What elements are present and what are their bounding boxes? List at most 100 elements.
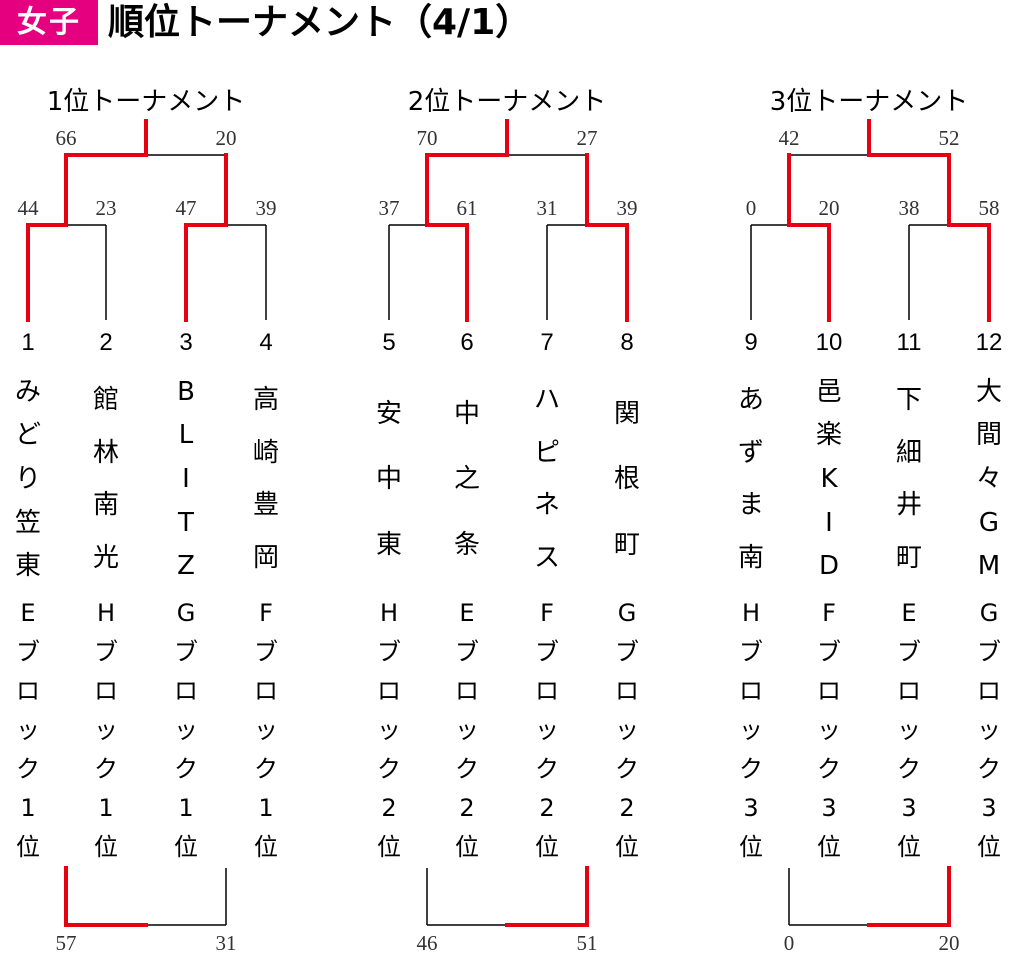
- vertical-char: 之: [453, 464, 480, 494]
- vertical-char: 2: [619, 794, 635, 822]
- team-seed: 8: [620, 329, 634, 356]
- semi-1-score-left: 37: [378, 196, 400, 220]
- team-seed: 11: [896, 329, 922, 356]
- bracket-2: 2位トーナメント 70 27 37 61 31 39 5 6 7 8 安中東 中…: [361, 0, 653, 963]
- vertical-char: K: [820, 463, 838, 494]
- vertical-char: F: [540, 599, 554, 627]
- vertical-char: F: [822, 599, 836, 627]
- vertical-char: 関: [613, 398, 640, 429]
- vertical-char: 笠: [14, 507, 41, 538]
- vertical-char: ク: [94, 755, 118, 783]
- vertical-char: ロ: [16, 677, 40, 705]
- team-name: 安中東: [369, 368, 409, 590]
- vertical-char: Z: [177, 551, 195, 582]
- vertical-char: 位: [254, 833, 278, 861]
- vertical-char: ブ: [535, 638, 559, 666]
- semi-2-score-right: 39: [616, 196, 638, 220]
- vertical-char: H: [379, 599, 399, 627]
- vertical-char: ブ: [817, 638, 841, 666]
- vertical-char: ク: [377, 755, 401, 783]
- vertical-char: ロ: [174, 677, 198, 705]
- vertical-char: ッ: [377, 716, 401, 744]
- vertical-char: ク: [739, 755, 763, 783]
- vertical-char: ロ: [254, 677, 278, 705]
- vertical-char: ク: [817, 755, 841, 783]
- team-seed: 10: [815, 329, 843, 356]
- vertical-char: ブ: [897, 638, 921, 666]
- vertical-char: 位: [817, 833, 841, 861]
- vertical-char: 位: [455, 833, 479, 861]
- vertical-char: 南: [737, 542, 764, 573]
- team-seed: 7: [540, 329, 554, 356]
- vertical-char: ロ: [377, 677, 401, 705]
- vertical-char: 中: [453, 398, 480, 429]
- vertical-char: ロ: [977, 677, 1001, 705]
- vertical-char: G: [979, 599, 999, 627]
- vertical-char: 位: [977, 833, 1001, 861]
- vertical-char: ッ: [16, 716, 40, 744]
- vertical-char: 光: [92, 542, 119, 573]
- vertical-char: ハ: [533, 385, 560, 416]
- vertical-char: H: [96, 599, 116, 627]
- vertical-char: ロ: [535, 677, 559, 705]
- vertical-char: 中: [375, 464, 402, 494]
- vertical-char: ま: [737, 490, 764, 521]
- vertical-char: 2: [539, 794, 555, 822]
- semi-1-score-right: 23: [95, 196, 117, 220]
- vertical-char: ク: [16, 755, 40, 783]
- vertical-char: E: [459, 599, 475, 627]
- semi-2-score-left: 47: [175, 196, 197, 220]
- page-title: 順位トーナメント（4/1）: [108, 2, 532, 43]
- vertical-char: ロ: [455, 677, 479, 705]
- team-name: 館林南光: [86, 368, 126, 590]
- vertical-char: ッ: [739, 716, 763, 744]
- vertical-char: ブ: [254, 638, 278, 666]
- vertical-char: 位: [174, 833, 198, 861]
- vertical-char: 根: [613, 464, 640, 494]
- bracket-3: 3位トーナメント 42 52 0 20 38 58 9 10 11 12 あずま…: [723, 0, 1015, 963]
- vertical-char: ク: [897, 755, 921, 783]
- final-score-left: 70: [416, 126, 438, 150]
- vertical-char: D: [818, 551, 840, 582]
- semi-2-score-left: 31: [536, 196, 558, 220]
- team-name: 関根町: [607, 368, 647, 590]
- vertical-char: 町: [613, 529, 640, 560]
- vertical-char: 3: [821, 794, 837, 822]
- third-place-score-right: 20: [938, 931, 960, 955]
- vertical-char: ロ: [615, 677, 639, 705]
- third-place-score-right: 31: [215, 931, 237, 955]
- team-seed: 6: [460, 329, 474, 356]
- team-seed: 5: [382, 329, 396, 356]
- vertical-char: E: [901, 599, 917, 627]
- vertical-char: 位: [94, 833, 118, 861]
- vertical-char: 3: [901, 794, 917, 822]
- vertical-char: 下: [895, 385, 922, 416]
- vertical-char: 大: [975, 376, 1002, 407]
- team-seed: 2: [99, 329, 113, 356]
- team-seed: 4: [259, 329, 273, 356]
- vertical-char: T: [178, 507, 194, 538]
- bracket-lines: [388, 119, 629, 927]
- bracket-title: 3位トーナメント: [769, 87, 969, 117]
- bracket-1: 1位トーナメント 66 20 44 23 47 39 1 2 3 4 みどり笠東…: [0, 0, 292, 963]
- vertical-char: 位: [897, 833, 921, 861]
- vertical-char: ブ: [739, 638, 763, 666]
- bracket-title: 1位トーナメント: [46, 87, 246, 117]
- team-name: みどり笠東: [8, 368, 48, 590]
- vertical-char: ピ: [533, 437, 560, 468]
- vertical-char: ロ: [739, 677, 763, 705]
- vertical-char: ク: [455, 755, 479, 783]
- semi-2-score-left: 38: [898, 196, 920, 220]
- vertical-char: ど: [14, 420, 41, 451]
- vertical-char: ロ: [897, 677, 921, 705]
- vertical-char: り: [14, 463, 41, 494]
- vertical-char: 岡: [252, 542, 279, 573]
- team-seed: 9: [744, 329, 758, 356]
- vertical-char: 南: [92, 490, 119, 521]
